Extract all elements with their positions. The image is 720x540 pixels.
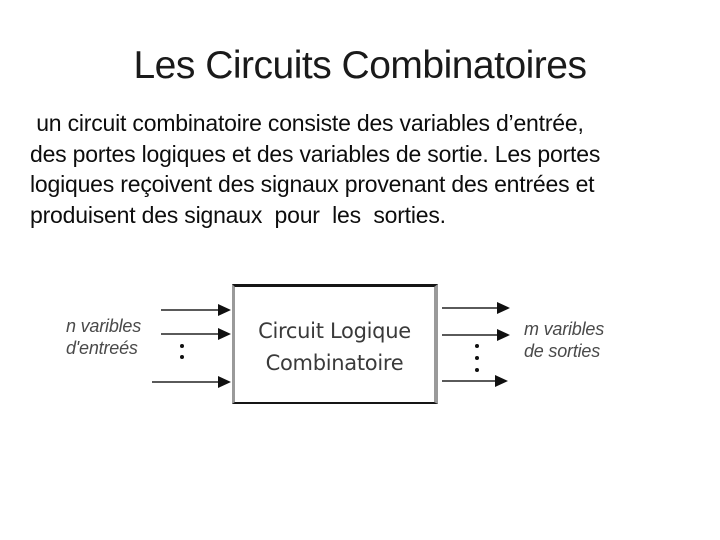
vertical-ellipsis-left [180, 344, 184, 359]
ellipsis-dot [475, 368, 479, 372]
arrow-shaft [442, 307, 497, 309]
output-label-line1: m varibles [524, 319, 605, 339]
arrow-shaft [442, 334, 497, 336]
arrow-head-icon [497, 302, 510, 314]
output-arrow-1 [442, 302, 510, 314]
output-arrow-3 [442, 375, 508, 387]
body-paragraph: un circuit combinatoire consiste des var… [30, 108, 698, 230]
arrow-shaft [152, 381, 218, 383]
output-variables-label: m varibles de sorties [524, 318, 604, 362]
output-arrow-2 [442, 329, 510, 341]
ellipsis-dot [180, 355, 184, 359]
ellipsis-dot [475, 344, 479, 348]
paragraph-line: produisent des signaux pour les sorties. [30, 201, 446, 228]
input-arrow-1 [161, 304, 231, 316]
arrow-head-icon [218, 376, 231, 388]
vertical-ellipsis-right [475, 344, 479, 372]
combinational-logic-box: Circuit Logique Combinatoire [232, 284, 438, 404]
arrow-head-icon [218, 328, 231, 340]
input-arrow-3 [152, 376, 231, 388]
paragraph-line: un circuit combinatoire consiste des var… [30, 110, 584, 136]
box-label-line2: Combinatoire [265, 350, 404, 375]
arrow-shaft [161, 309, 218, 311]
paragraph-line: logiques reçoivent des signaux provenant… [30, 171, 595, 197]
slide-title: Les Circuits Combinatoires [133, 44, 587, 87]
paragraph-line: des portes logiques et des variables de … [30, 140, 601, 167]
arrow-head-icon [218, 304, 231, 316]
box-label-line1: Circuit Logique [258, 318, 411, 343]
arrow-shaft [161, 333, 218, 335]
arrow-shaft [442, 380, 495, 382]
output-label-line2: de sorties [524, 341, 601, 361]
input-variables-label: n varibles d'entreés [66, 315, 141, 359]
ellipsis-dot [475, 356, 479, 360]
input-label-line2: d'entreés [66, 338, 138, 358]
input-label-line1: n varibles [66, 316, 142, 336]
arrow-head-icon [495, 375, 508, 387]
arrow-head-icon [497, 329, 510, 341]
ellipsis-dot [180, 344, 184, 348]
input-arrow-2 [161, 328, 231, 340]
